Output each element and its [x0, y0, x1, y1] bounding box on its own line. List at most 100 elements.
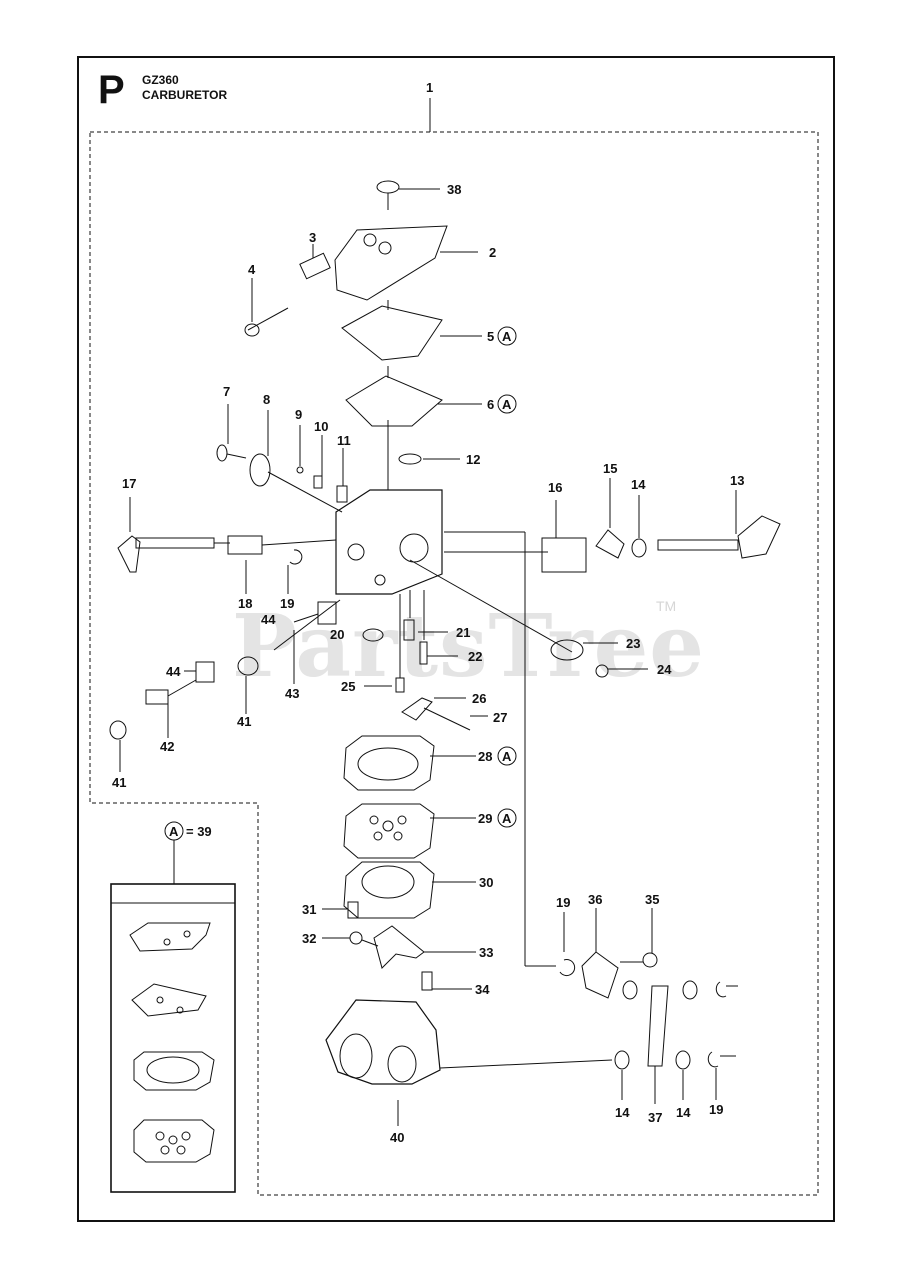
callout-33: 33: [479, 945, 493, 960]
callout-6: 6: [487, 397, 494, 412]
part-15-lever: [595, 478, 625, 559]
part-26-lever: [401, 697, 466, 721]
part-41-cap-lower: [109, 720, 127, 772]
callout-38: 38: [447, 182, 461, 197]
part-13-choke-shaft: [657, 490, 781, 559]
callout-41-lower: 41: [112, 775, 126, 790]
watermark-tm: TM: [656, 598, 677, 614]
callout-14-lower-right: 14: [676, 1105, 691, 1120]
part-31-screw: [322, 901, 359, 919]
kit-marker-6: A: [502, 397, 512, 412]
callout-40: 40: [390, 1130, 404, 1145]
callout-23: 23: [626, 636, 640, 651]
callout-18: 18: [238, 596, 252, 611]
diagram-frame: [77, 56, 835, 1222]
part-43-needle: [273, 599, 341, 684]
part-30-cover: [343, 861, 476, 919]
callout-5: 5: [487, 329, 494, 344]
callout-29: 29: [478, 811, 492, 826]
callout-1: 1: [426, 80, 433, 95]
part-5-diaphragm: [341, 300, 517, 361]
part-21-spring: [403, 619, 448, 641]
part-42-needle: [145, 679, 197, 738]
callout-25: 25: [341, 679, 355, 694]
callout-26: 26: [472, 691, 486, 706]
part-17-lever: [117, 497, 230, 573]
assembly-boundary: [89, 131, 819, 1196]
part-22-needle: [409, 590, 458, 665]
callout-35: 35: [645, 892, 659, 907]
part-11-spring: [336, 448, 348, 503]
callout-19-right: 19: [556, 895, 570, 910]
callout-19-left: 19: [280, 596, 294, 611]
part-19-clip-right: [559, 912, 576, 976]
kit-marker-28: A: [502, 749, 512, 764]
callout-31: 31: [302, 902, 316, 917]
callout-2: 2: [489, 245, 496, 260]
callout-13: 13: [730, 473, 744, 488]
part-2-pump-cover: [334, 225, 478, 301]
callout-22: 22: [468, 649, 482, 664]
part-9-ball: [296, 425, 304, 474]
part-34-screw: [421, 971, 472, 991]
callout-24: 24: [657, 662, 672, 677]
callout-28: 28: [478, 749, 492, 764]
part-7-screw: [216, 404, 247, 462]
callout-21: 21: [456, 625, 470, 640]
part-23-plate: [550, 639, 618, 661]
part-33-lever: [373, 925, 476, 969]
callout-14-top: 14: [631, 477, 646, 492]
callout-37: 37: [648, 1110, 662, 1125]
callout-41-mid: 41: [237, 714, 251, 729]
carburetor-body: [335, 420, 573, 967]
kit-symbol: [164, 821, 184, 841]
callout-15: 15: [603, 461, 617, 476]
callout-14-lower-left: 14: [615, 1105, 630, 1120]
callout-9: 9: [295, 407, 302, 422]
part-19-clip: [287, 549, 303, 594]
part-12-filter: [398, 453, 460, 465]
part-44-spring: [293, 601, 337, 625]
callout-32: 32: [302, 931, 316, 946]
part-29-diaphragm: [343, 803, 517, 859]
kit-inset: [110, 840, 236, 1193]
part-28-gasket: [343, 735, 517, 791]
part-44-spring-lower: [184, 661, 215, 683]
diagram-title: CARBURETOR: [142, 88, 228, 102]
kit-symbol-label: A: [169, 824, 179, 839]
section-letter: P: [98, 68, 125, 112]
callout-7: 7: [223, 384, 230, 399]
callout-20: 20: [330, 627, 344, 642]
callout-44-top: 44: [261, 612, 276, 627]
part-27-pin: [423, 707, 488, 731]
callout-labels: 1 38 2 3 4 5 6 7 8 9 10 11 12 17 16 15 1…: [112, 80, 744, 1145]
part-24-screw: [595, 664, 648, 678]
kit-marker-5: A: [502, 329, 512, 344]
part-14-washer: [631, 495, 647, 558]
part-38-screw: [376, 180, 440, 210]
part-32-screw: [322, 931, 379, 947]
part-40-adapter: [325, 999, 613, 1126]
linkage-lower-row: [614, 1050, 736, 1104]
callout-11: 11: [337, 433, 351, 448]
callout-4: 4: [248, 262, 256, 277]
part-25-screw: [364, 594, 405, 693]
watermark: PartsTree: [232, 596, 706, 697]
part-8-throttle-plate: [249, 410, 343, 513]
part-3-spring: [299, 244, 331, 280]
part-10-pin: [313, 435, 323, 489]
part-6-gasket: [345, 366, 517, 427]
kit-equals-label: = 39: [186, 824, 212, 839]
part-35-screw: [620, 908, 658, 968]
callout-36: 36: [588, 892, 602, 907]
part-36-lever: [581, 908, 619, 999]
linkage-upper-row: [622, 980, 738, 1000]
kit-marker-29: A: [502, 811, 512, 826]
callout-16: 16: [548, 480, 562, 495]
part-4-screw: [244, 278, 289, 337]
part-41-cap: [237, 656, 259, 714]
model-label: GZ360: [142, 73, 179, 87]
callout-43: 43: [285, 686, 299, 701]
callout-30: 30: [479, 875, 493, 890]
